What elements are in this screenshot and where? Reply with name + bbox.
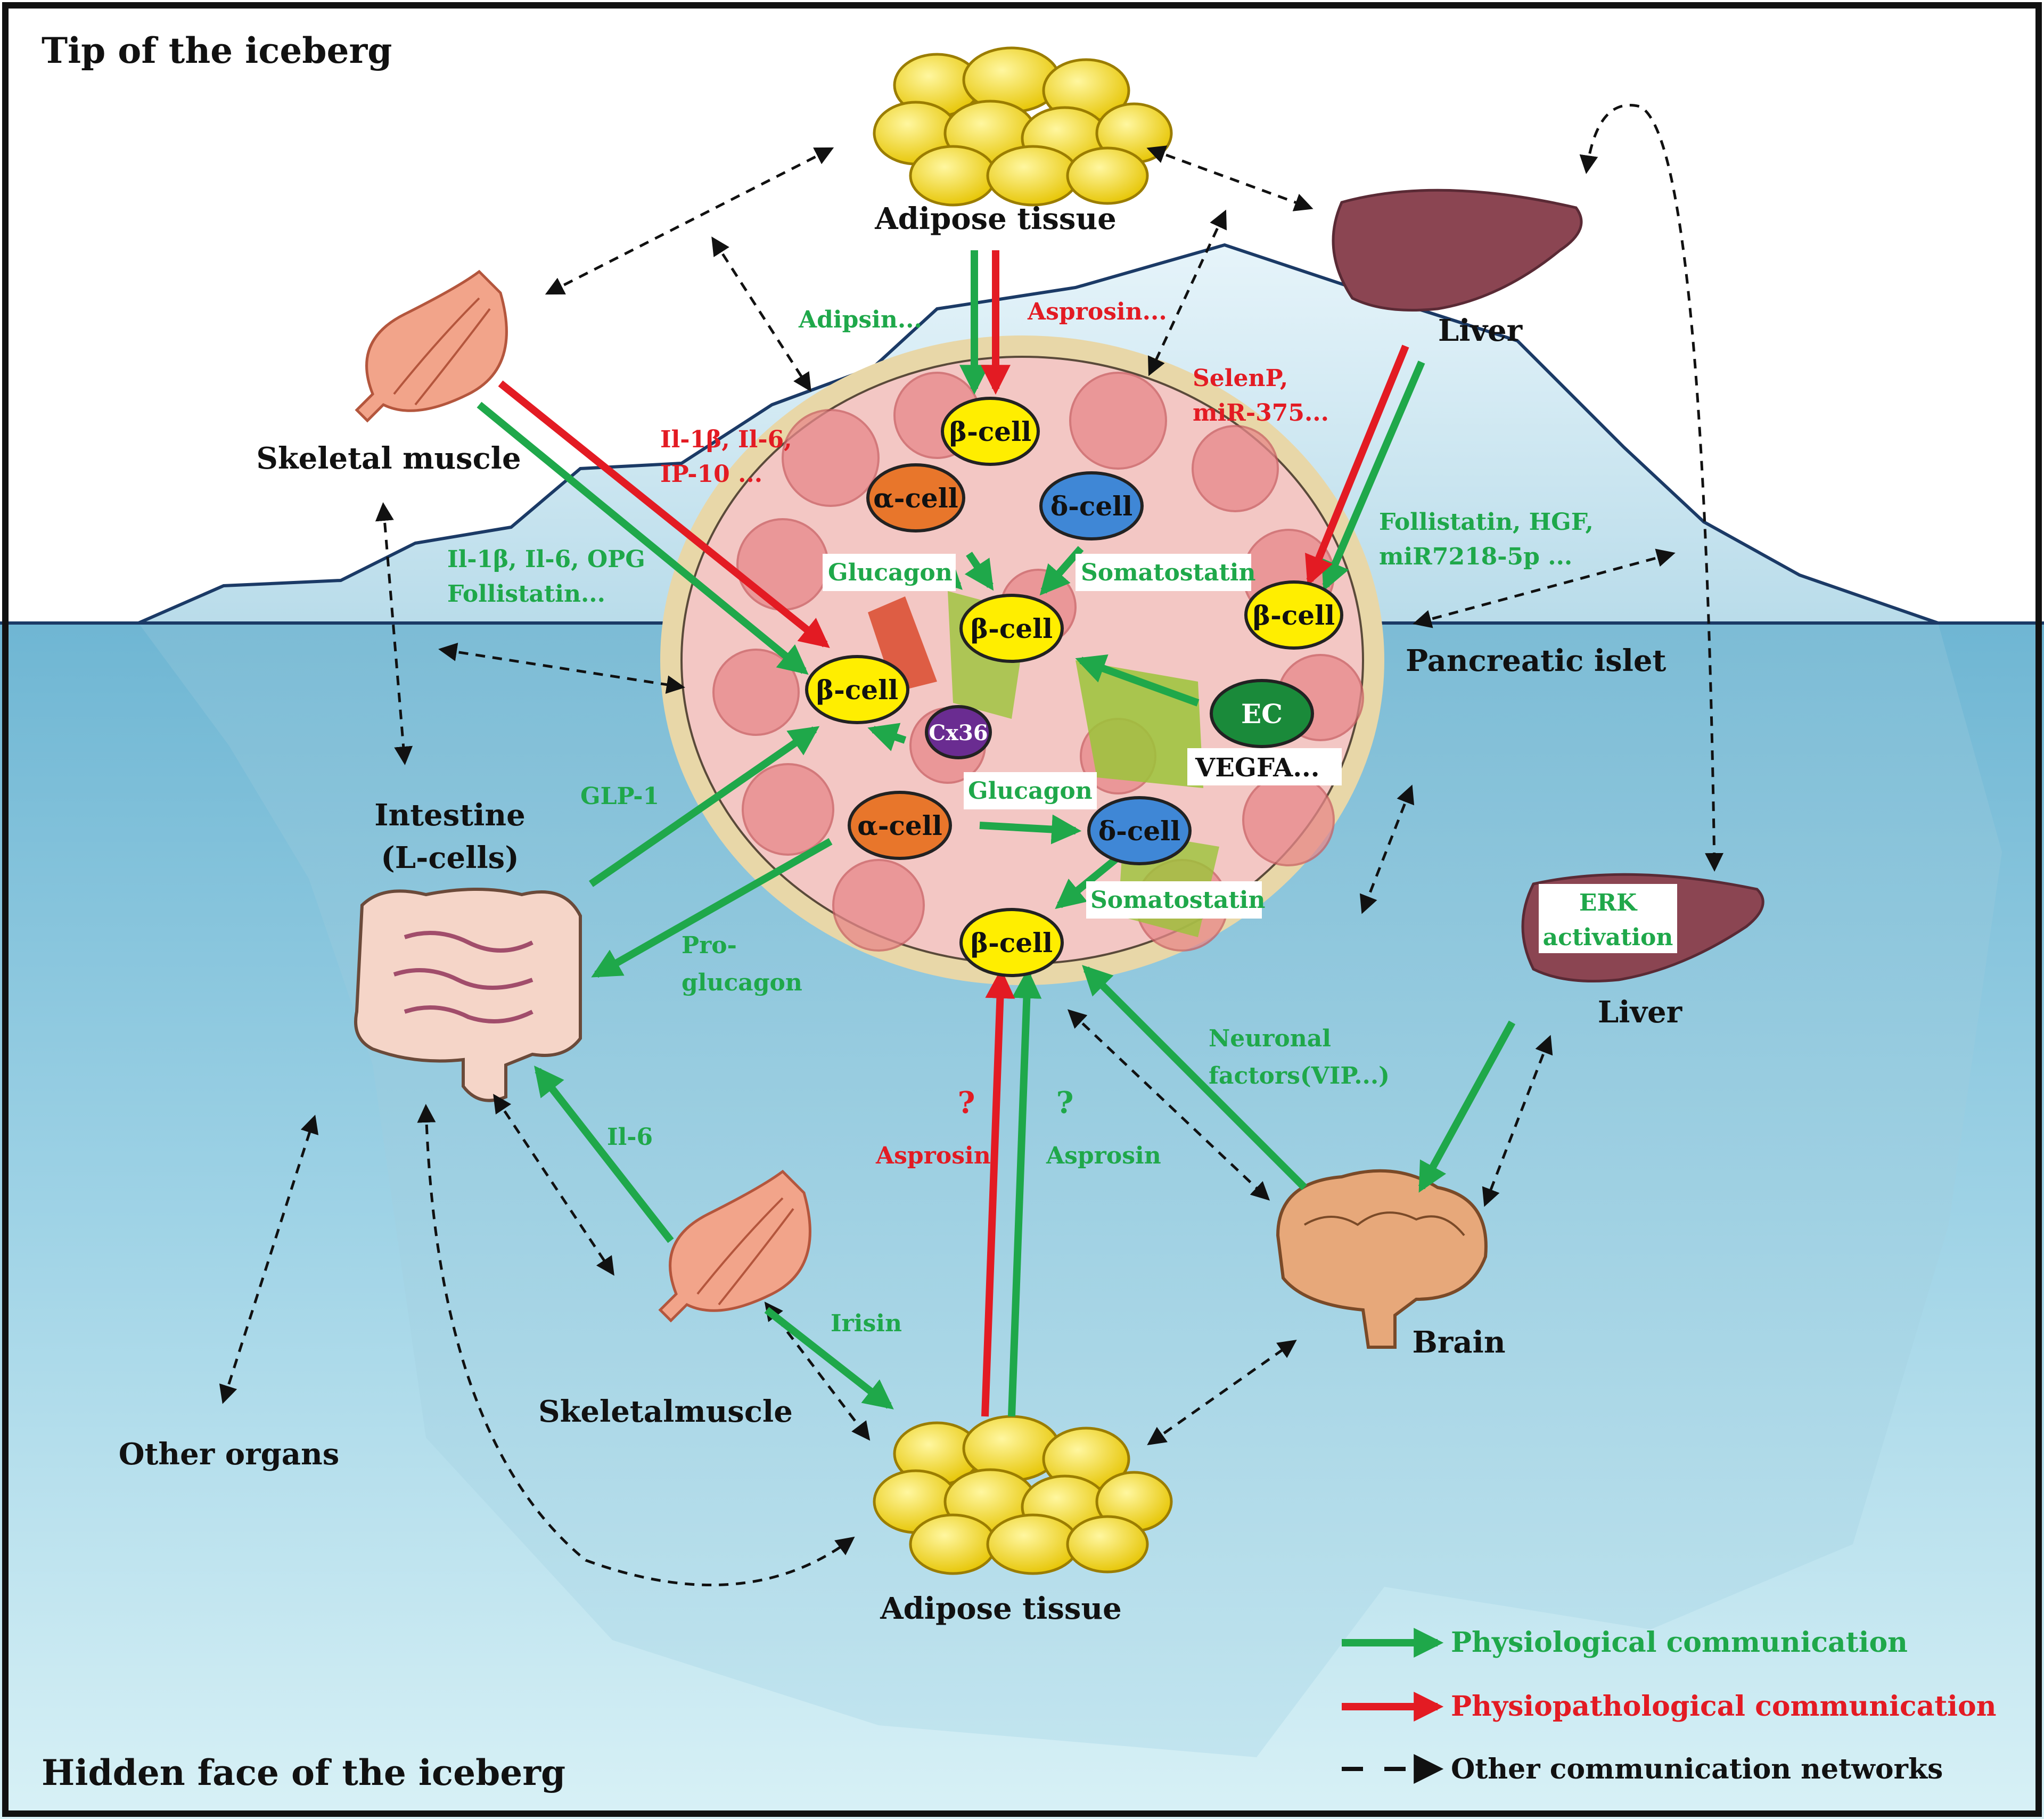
irisin-label: Irisin	[831, 1310, 902, 1337]
svg-text:α-cell: α-cell	[873, 482, 958, 514]
il-red-label-1: Il-1β, Il-6,	[660, 426, 792, 453]
vegfa-box	[1187, 748, 1342, 785]
vegfa-label: VEGFA...	[1195, 753, 1319, 783]
svg-text:α-cell: α-cell	[857, 810, 942, 841]
adipose-bottom-label: Adipose tissue	[880, 1591, 1122, 1626]
svg-text:β-cell: β-cell	[816, 674, 898, 706]
legend-physiological: Physiological communication	[1451, 1626, 1908, 1659]
cx36-junction: Cx36	[925, 705, 992, 759]
muscle-top-label: Skeletal muscle	[256, 441, 521, 476]
somatostatin-label-1: Somatostatin	[1081, 559, 1256, 586]
beta-cell-top: β-cell	[941, 397, 1040, 466]
erk-label-1: ERK	[1579, 889, 1638, 916]
asprosin-green-label: Asprosin	[1046, 1142, 1161, 1169]
asprosin-top-label: Asprosin...	[1027, 298, 1167, 325]
asprosin-red-label: Asprosin	[875, 1142, 991, 1169]
brain-label: Brain	[1412, 1325, 1505, 1360]
erk-label-2: activation	[1543, 924, 1673, 951]
il-green-label-1: Il-1β, Il-6, OPG	[447, 546, 645, 573]
beta-cell-left: β-cell	[805, 655, 909, 724]
proglucagon-label-2: glucagon	[682, 969, 802, 996]
svg-text:δ-cell: δ-cell	[1050, 490, 1132, 522]
brain-image	[1276, 1169, 1488, 1349]
delta-cell-2: δ-cell	[1087, 796, 1192, 865]
delta-cell-1: δ-cell	[1039, 471, 1144, 540]
svg-text:β-cell: β-cell	[1253, 600, 1335, 631]
tip-title: Tip of the iceberg	[42, 30, 392, 71]
adipsin-label: Adipsin...	[798, 306, 922, 333]
ec-cell: EC	[1210, 679, 1314, 748]
question-green: ?	[1056, 1085, 1074, 1120]
adipose-top-label: Adipose tissue	[874, 201, 1117, 236]
somatostatin-box-2	[1086, 881, 1262, 919]
somatostatin-box-1	[1076, 554, 1251, 591]
follistatin-label-1: Follistatin, HGF,	[1379, 509, 1594, 536]
legend-physiopathological: Physiopathological communication	[1451, 1690, 1997, 1723]
glucagon-label-2: Glucagon	[968, 777, 1093, 805]
proglucagon-label-1: Pro-	[682, 932, 737, 959]
muscle-top-image	[355, 269, 508, 423]
svg-text:Cx36: Cx36	[929, 720, 988, 745]
svg-text:β-cell: β-cell	[949, 416, 1031, 447]
islet-label: Pancreatic islet	[1406, 643, 1667, 678]
network-arrows	[219, 104, 1724, 1587]
liver-top-image	[1332, 189, 1583, 312]
svg-text:β-cell: β-cell	[971, 927, 1053, 958]
hidden-title: Hidden face of the iceberg	[42, 1752, 565, 1793]
erk-box	[1539, 884, 1677, 953]
neuronal-label-2: factors(VIP...)	[1209, 1062, 1390, 1089]
intestine-sublabel: (L-cells)	[381, 840, 519, 875]
liver-bottom-label: Liver	[1598, 995, 1683, 1030]
beta-cell-bottom: β-cell	[959, 908, 1064, 977]
legend: Physiological communication Physiopathol…	[1342, 1626, 1997, 1785]
alpha-cell-1: α-cell	[866, 463, 965, 532]
beta-cell-center: β-cell	[959, 594, 1064, 663]
other-organs-label: Other organs	[119, 1437, 340, 1472]
intestine-label: Intestine	[374, 798, 525, 833]
svg-text:δ-cell: δ-cell	[1098, 815, 1180, 847]
glucagon-label-1: Glucagon	[828, 559, 953, 586]
adipose-bottom-image	[873, 1415, 1173, 1575]
glucagon-box-1	[823, 554, 956, 591]
physiological-arrows	[477, 250, 1516, 1417]
somatostatin-label-2: Somatostatin	[1090, 887, 1266, 914]
follistatin-label-2: miR7218-5p ...	[1379, 543, 1572, 570]
muscle-bottom-label: Skeletalmuscle	[538, 1394, 793, 1429]
adipose-top-image	[873, 46, 1173, 207]
glp1-label: GLP-1	[580, 783, 659, 810]
svg-text:β-cell: β-cell	[971, 613, 1053, 644]
intestine-image	[354, 888, 582, 1102]
legend-other: Other communication networks	[1451, 1753, 1943, 1785]
mir375-label: miR-375...	[1193, 399, 1329, 427]
glucagon-box-2	[964, 772, 1097, 809]
beta-cell-right: β-cell	[1244, 580, 1343, 650]
il6-label: Il-6	[607, 1124, 653, 1151]
il-green-label-2: Follistatin...	[447, 580, 605, 608]
svg-text:EC: EC	[1241, 698, 1283, 730]
liver-top-label: Liver	[1438, 313, 1523, 348]
il-red-label-2: IP-10 ...	[660, 461, 762, 488]
neuronal-label-1: Neuronal	[1209, 1025, 1331, 1052]
selenp-label: SelenP,	[1193, 365, 1288, 392]
alpha-cell-2: α-cell	[848, 791, 952, 860]
physiopathological-arrows	[498, 250, 1409, 1417]
question-red: ?	[958, 1085, 975, 1120]
